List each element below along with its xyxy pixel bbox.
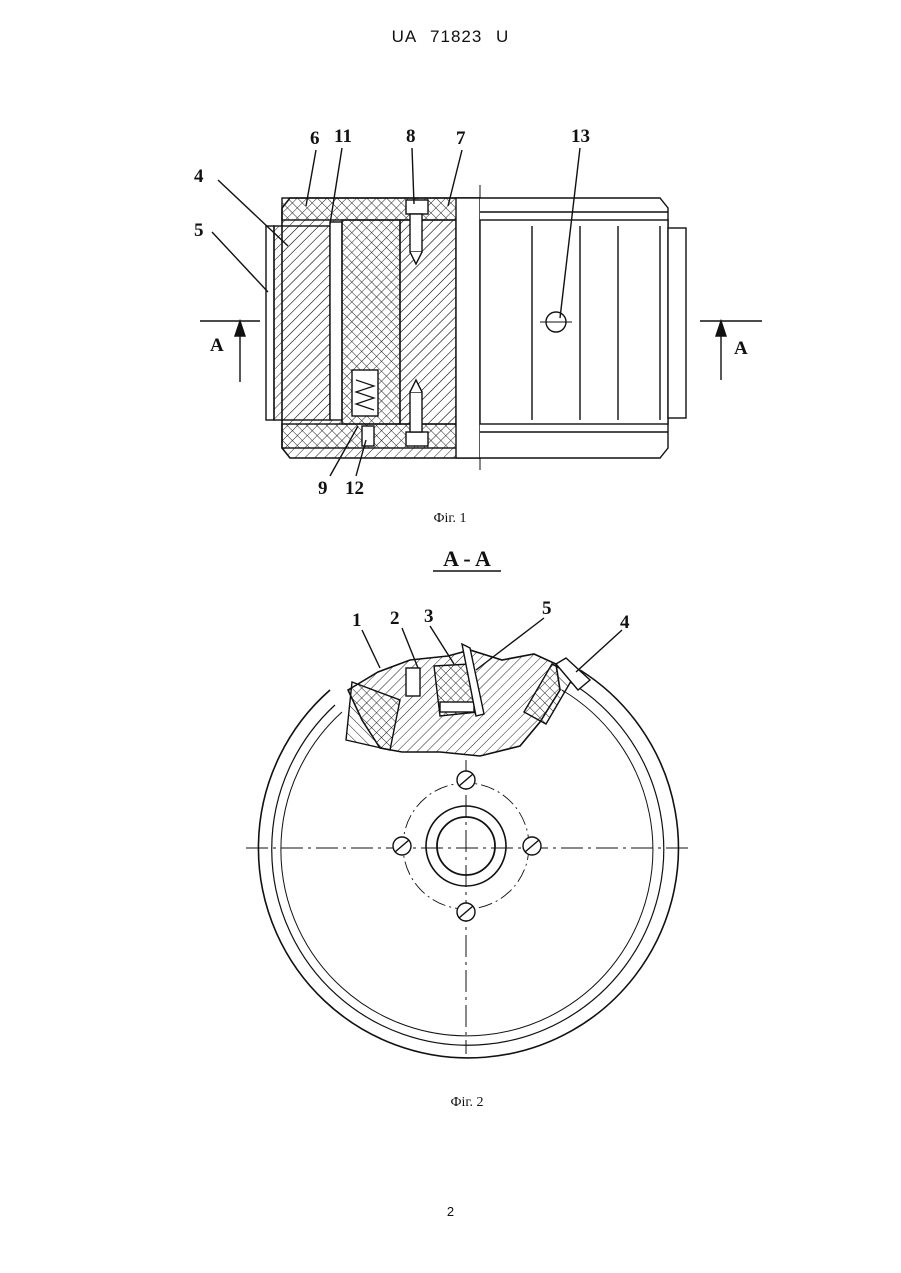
fig2-callout-2: 2 bbox=[390, 608, 400, 629]
callout-5: 5 bbox=[194, 220, 204, 241]
section-arrow-left bbox=[235, 321, 245, 336]
page-number: 2 bbox=[0, 1204, 901, 1219]
fig1-column-7 bbox=[456, 198, 480, 458]
fig2-callout-3: 3 bbox=[424, 606, 434, 627]
leader-5 bbox=[212, 232, 268, 292]
fig1-slot-11 bbox=[330, 222, 342, 420]
section-mark-right: A bbox=[734, 338, 748, 359]
figure-2-section-view bbox=[246, 618, 690, 1058]
fig2-slot bbox=[440, 702, 474, 712]
fig2-callouts: 1 2 3 5 4 bbox=[352, 598, 630, 633]
section-mark-left: A bbox=[210, 335, 224, 356]
fig1-view-body bbox=[480, 220, 668, 424]
fig1-right-plate bbox=[668, 228, 686, 418]
fig1-screw-top bbox=[406, 200, 428, 214]
fig2-section-title: A - A bbox=[443, 546, 491, 571]
section-arrow-right bbox=[716, 321, 726, 336]
fig1-top-rim bbox=[282, 198, 480, 220]
callout-4: 4 bbox=[194, 166, 204, 187]
callout-11: 11 bbox=[334, 126, 352, 147]
fig2-callout-4: 4 bbox=[620, 612, 630, 633]
callout-7: 7 bbox=[456, 128, 466, 149]
fig1-screw-bottom bbox=[406, 432, 428, 446]
fig2-callout-5: 5 bbox=[542, 598, 552, 619]
fig1-plate-5 bbox=[266, 226, 274, 420]
fig2-leader-4 bbox=[576, 630, 622, 672]
callout-8: 8 bbox=[406, 126, 416, 147]
fig1-spring-pocket bbox=[352, 370, 378, 416]
fig1-caption: Фіг. 1 bbox=[433, 511, 466, 526]
callout-13: 13 bbox=[571, 126, 590, 147]
fig2-pin-2 bbox=[406, 668, 420, 696]
fig1-block-4 bbox=[274, 226, 330, 420]
fig2-callout-1: 1 bbox=[352, 610, 362, 631]
fig1-pin-12 bbox=[362, 426, 374, 446]
figure-1-cross-section bbox=[200, 148, 762, 476]
callout-12: 12 bbox=[345, 478, 364, 499]
fig2-leader-1 bbox=[362, 630, 380, 668]
fig2-caption: Фіг. 2 bbox=[450, 1095, 483, 1110]
leader-8 bbox=[412, 148, 414, 204]
fig2-screw-bottom bbox=[457, 903, 475, 921]
fig1-right-block bbox=[400, 220, 456, 424]
fig2-screw-top bbox=[457, 771, 475, 789]
leader-4 bbox=[218, 180, 288, 246]
fig2-screw-left bbox=[393, 837, 411, 855]
fig1-bottom-rim bbox=[282, 424, 480, 448]
callout-6: 6 bbox=[310, 128, 320, 149]
callout-9: 9 bbox=[318, 478, 328, 499]
fig2-screw-right bbox=[523, 837, 541, 855]
